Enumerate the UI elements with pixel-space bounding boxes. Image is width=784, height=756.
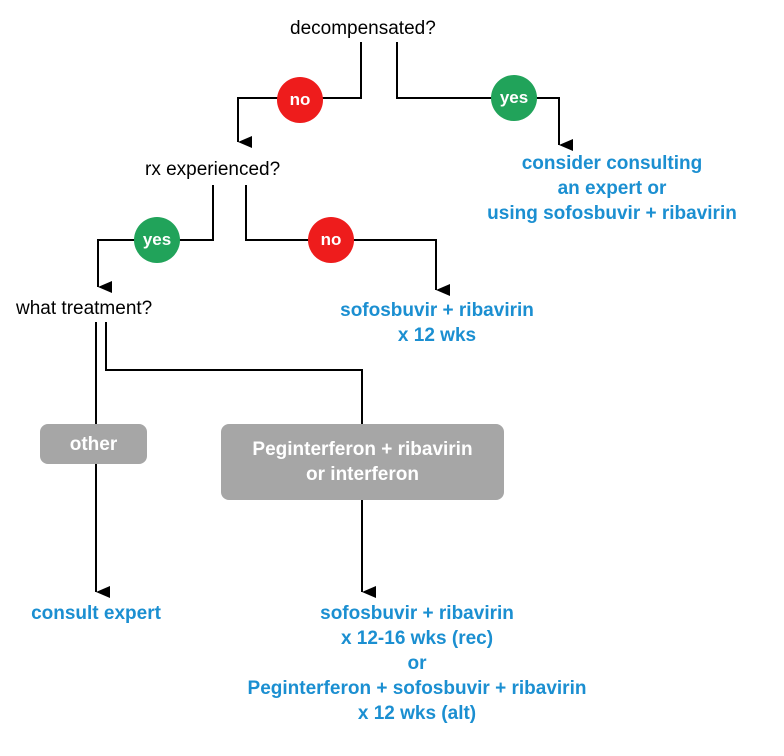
box-peginterferon-line2: or interferon (306, 464, 419, 485)
outcome-final-line1: sofosbuvir + ribavirin (320, 603, 514, 624)
outcome-final-line2: x 12-16 wks (rec) (340, 628, 494, 649)
badge-rx-no: no (308, 217, 354, 263)
badge-decompensated-no: no (277, 77, 323, 123)
outcome-consider-line3: using sofosbuvir + ribavirin (487, 203, 737, 224)
question-what-treatment: what treatment? (16, 298, 153, 319)
question-decompensated: decompensated? (290, 18, 436, 39)
outcome-final-line5: x 12 wks (alt) (357, 703, 477, 724)
badge-decompensated-yes: yes (491, 75, 537, 121)
connector-decomp-yes (396, 42, 573, 151)
box-peginterferon: Peginterferon + ribavirin or interferon (221, 424, 504, 500)
connector-treatment-peg (105, 322, 363, 424)
outcome-consult-expert: consult expert (31, 603, 161, 624)
outcome-final-line4: Peginterferon + sofosbuvir + ribavirin (247, 678, 587, 699)
outcome-sof-line2: x 12 wks (397, 325, 477, 346)
question-rx-experienced: rx experienced? (145, 159, 281, 180)
outcome-sofosbuvir-ribavirin: sofosbuvir + ribavirin x 12 wks (340, 298, 534, 348)
outcome-consider-line1: consider consulting (521, 153, 703, 174)
badge-rx-yes: yes (134, 217, 180, 263)
outcome-consider-consulting: consider consulting an expert or using s… (448, 151, 776, 226)
box-other: other (40, 424, 147, 464)
box-peginterferon-line1: Peginterferon + ribavirin (252, 439, 473, 460)
outcome-sof-line1: sofosbuvir + ribavirin (340, 300, 534, 321)
outcome-final-line3: or (407, 653, 427, 674)
outcome-final: sofosbuvir + ribavirin x 12-16 wks (rec)… (200, 601, 634, 726)
outcome-consider-line2: an expert or (557, 178, 667, 199)
